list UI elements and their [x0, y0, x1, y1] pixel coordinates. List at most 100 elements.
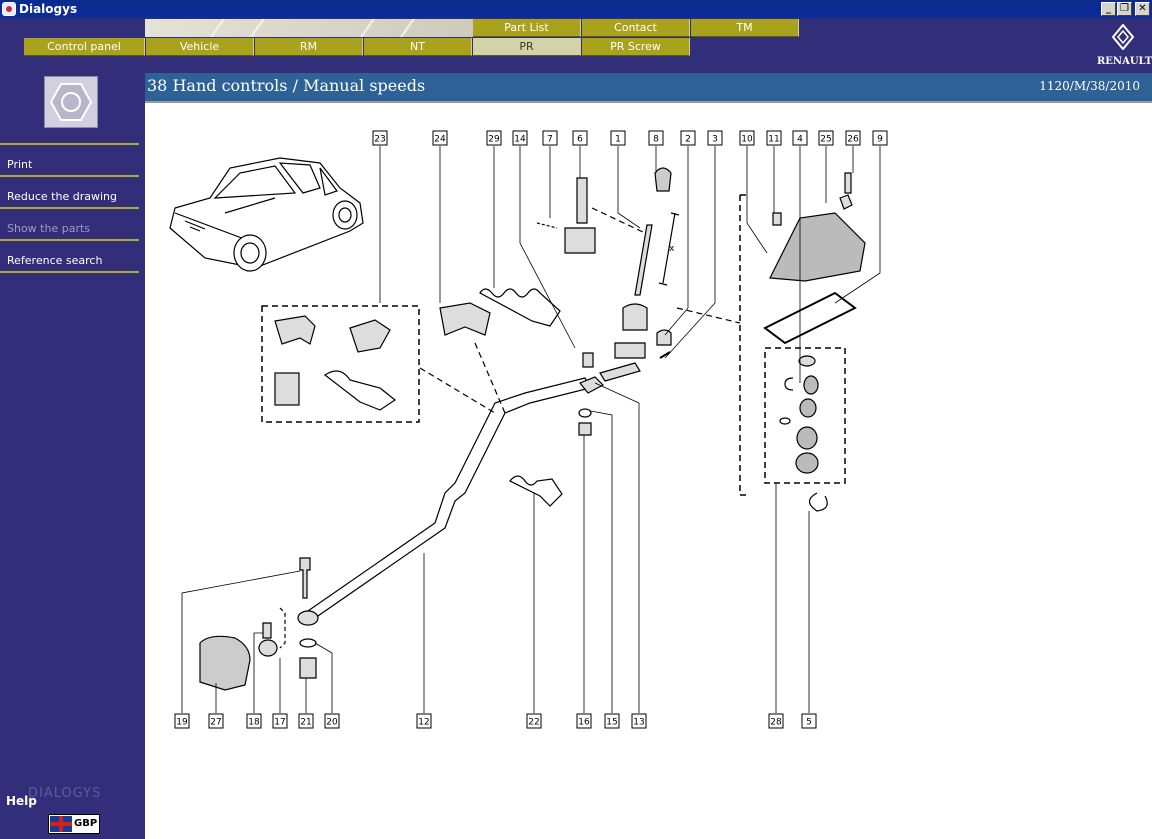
- renault-diamond-icon: [1111, 23, 1135, 51]
- callout-14[interactable]: 14: [512, 130, 528, 146]
- callout-28[interactable]: 28: [768, 713, 784, 729]
- callout-label: 3: [712, 135, 718, 145]
- tab-tm[interactable]: TM: [691, 19, 799, 37]
- callout-20[interactable]: 20: [324, 713, 340, 729]
- callout-25[interactable]: 25: [818, 130, 834, 146]
- callout-label: 29: [488, 135, 500, 145]
- tab-contact[interactable]: Contact: [582, 19, 690, 37]
- callout-label: 21: [300, 718, 311, 728]
- header-decoration: [145, 19, 475, 37]
- logo-text: RENAULT: [1097, 56, 1152, 67]
- car-illustration: [169, 157, 364, 272]
- dialogys-watermark: DIALOGYS: [28, 786, 102, 801]
- callout-24[interactable]: 24: [432, 130, 448, 146]
- callout-15[interactable]: 15: [604, 713, 620, 729]
- callout-23[interactable]: 23: [372, 130, 388, 146]
- tab-rm[interactable]: RM: [255, 38, 363, 56]
- tab-nt[interactable]: NT: [364, 38, 472, 56]
- callout-9[interactable]: 9: [872, 130, 888, 146]
- callout-label: 19: [176, 718, 188, 728]
- callout-5[interactable]: 5: [801, 713, 817, 729]
- callout-13[interactable]: 13: [631, 713, 647, 729]
- callout-label: 12: [418, 718, 429, 728]
- callout-29[interactable]: 29: [486, 130, 502, 146]
- callout-label: 16: [578, 718, 590, 728]
- window-titlebar: Dialogys _ ❐ ✕: [0, 0, 1152, 18]
- callout-label: 7: [547, 135, 553, 145]
- callout-17[interactable]: 17: [272, 713, 288, 729]
- callout-label: 17: [274, 718, 285, 728]
- currency-selector[interactable]: GBP: [48, 814, 100, 834]
- top-navigation: Part List Contact TM Control panel Vehic…: [0, 18, 1152, 73]
- sidebar-item-show-parts: Show the parts: [0, 207, 139, 239]
- callout-1[interactable]: 1: [610, 130, 626, 146]
- uk-flag-icon: [50, 816, 72, 832]
- callout-label: 25: [820, 135, 831, 145]
- callout-label: 15: [606, 718, 617, 728]
- callout-22[interactable]: 22: [526, 713, 542, 729]
- callout-21[interactable]: 21: [298, 713, 314, 729]
- app-icon: [2, 2, 16, 16]
- callout-label: 27: [210, 718, 221, 728]
- help-link[interactable]: Help: [6, 794, 37, 808]
- callout-label: 28: [770, 718, 782, 728]
- callout-label: 14: [514, 135, 526, 145]
- callout-label: 13: [633, 718, 644, 728]
- callout-6[interactable]: 6: [572, 130, 588, 146]
- callout-label: 9: [877, 135, 883, 145]
- callout-11[interactable]: 11: [766, 130, 782, 146]
- tab-pr-screw[interactable]: PR Screw: [582, 38, 690, 56]
- svg-text:x: x: [669, 244, 675, 254]
- sidebar-item-reduce-drawing[interactable]: Reduce the drawing: [0, 175, 139, 207]
- sidebar-item-print[interactable]: Print: [0, 143, 139, 175]
- nut-icon: [44, 76, 98, 128]
- sidebar-item-reference-search[interactable]: Reference search: [0, 239, 139, 271]
- callout-27[interactable]: 27: [208, 713, 224, 729]
- sidebar-divider: [0, 271, 139, 273]
- callout-label: 1: [615, 135, 621, 145]
- callout-label: 20: [326, 718, 338, 728]
- callout-label: 26: [847, 135, 859, 145]
- callout-3[interactable]: 3: [707, 130, 723, 146]
- callout-label: 4: [797, 135, 803, 145]
- callout-8[interactable]: 8: [648, 130, 664, 146]
- renault-logo: RENAULT: [1097, 23, 1152, 70]
- callout-label: 18: [248, 718, 260, 728]
- callout-7[interactable]: 7: [542, 130, 558, 146]
- callout-2[interactable]: 2: [680, 130, 696, 146]
- sidebar: Print Reduce the drawing Show the parts …: [0, 73, 146, 839]
- tab-part-list[interactable]: Part List: [473, 19, 581, 37]
- close-button[interactable]: ✕: [1135, 2, 1150, 16]
- page-header: 38 Hand controls / Manual speeds 1120/M/…: [145, 73, 1152, 101]
- callout-18[interactable]: 18: [246, 713, 262, 729]
- callout-19[interactable]: 19: [174, 713, 190, 729]
- callout-label: 8: [653, 135, 659, 145]
- tab-control-panel[interactable]: Control panel: [24, 38, 145, 56]
- minimize-button[interactable]: _: [1101, 2, 1116, 16]
- tab-vehicle[interactable]: Vehicle: [146, 38, 254, 56]
- tab-pr[interactable]: PR: [473, 38, 581, 56]
- callout-label: 6: [577, 135, 583, 145]
- callout-10[interactable]: 10: [739, 130, 755, 146]
- currency-label: GBP: [74, 818, 98, 829]
- callout-16[interactable]: 16: [576, 713, 592, 729]
- app-body: Part List Contact TM Control panel Vehic…: [0, 18, 1152, 839]
- drawing-reference: 1120/M/38/2010: [1039, 79, 1140, 93]
- kit-box-28: [764, 347, 846, 484]
- exploded-parts-drawing: x: [169, 130, 888, 729]
- callout-12[interactable]: 12: [416, 713, 432, 729]
- callout-label: 11: [768, 135, 779, 145]
- callout-label: 23: [374, 135, 385, 145]
- drawing-area: x: [145, 101, 1152, 839]
- page-title: 38 Hand controls / Manual speeds: [147, 76, 426, 95]
- callout-4[interactable]: 4: [792, 130, 808, 146]
- window-title: Dialogys: [19, 2, 78, 16]
- callout-label: 5: [806, 718, 812, 728]
- kit-box-23: [261, 305, 420, 423]
- callout-label: 22: [528, 718, 539, 728]
- restore-button[interactable]: ❐: [1117, 2, 1132, 16]
- callout-label: 2: [685, 135, 691, 145]
- callout-26[interactable]: 26: [845, 130, 861, 146]
- callout-label: 24: [434, 135, 446, 145]
- callout-label: 10: [741, 135, 753, 145]
